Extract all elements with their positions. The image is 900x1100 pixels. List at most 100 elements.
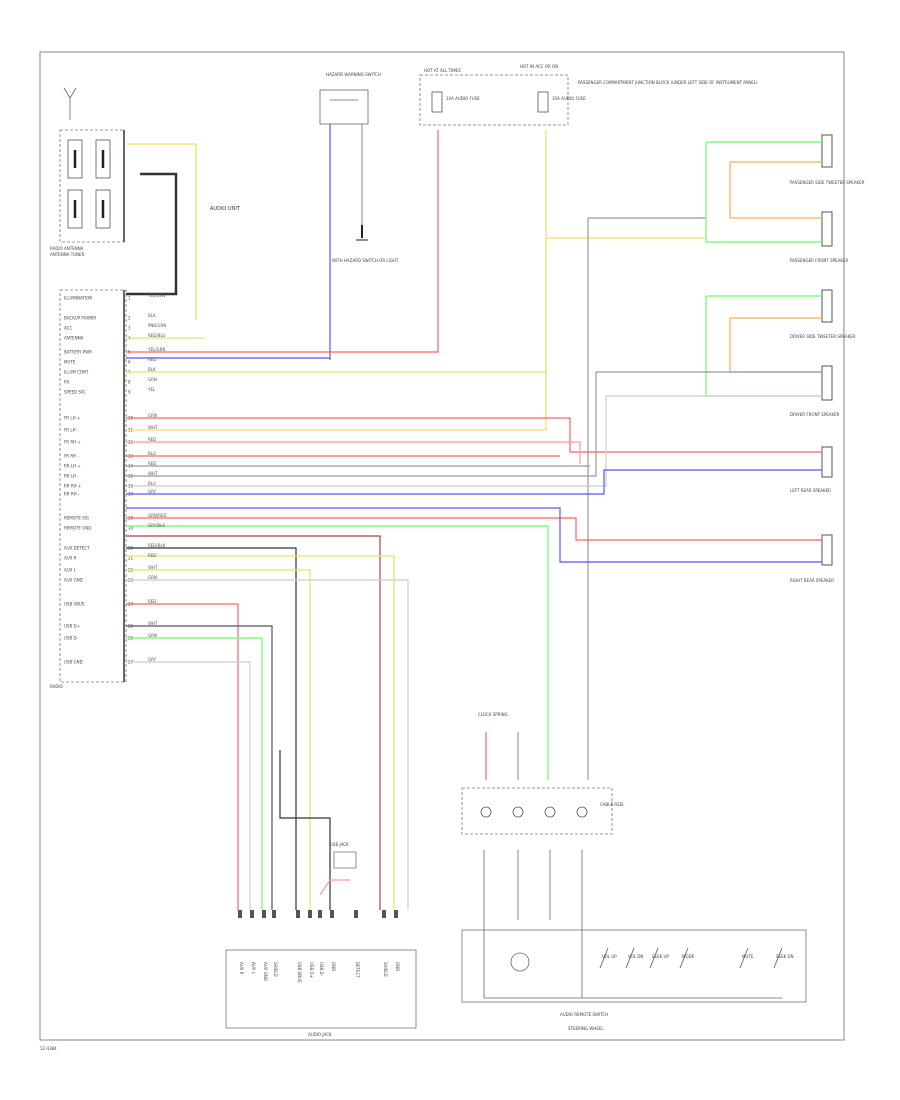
wire-color-label: BLK — [148, 367, 156, 372]
steering-switch: CLOCK SPRING CABLE REEL AUDIO REMOTE SWI… — [461, 712, 807, 1031]
pin-number: 19 — [128, 526, 134, 531]
hazard-note: WITH HAZARD SWITCH OR LIGHT — [332, 258, 399, 263]
pin-label: USB GND — [64, 660, 83, 665]
pin-label: ANTENNA — [64, 336, 84, 341]
clock-spring-label: CLOCK SPRING — [478, 712, 508, 717]
wire-color-label: YEL/GRN — [147, 347, 165, 352]
radio-antenna: RADIO ANTENNA ANTENNA TUNER — [50, 87, 125, 257]
jack-pin-terminal — [272, 910, 276, 918]
jack-pin-label: USB VBUS — [297, 962, 302, 983]
wire-color-label: GRN — [148, 377, 157, 382]
pin-number: 1 — [128, 296, 131, 301]
jack-pin-label: SHIELD — [383, 962, 388, 977]
jack-pin-terminal — [394, 910, 398, 918]
jack-pin-label: USB D- — [319, 962, 324, 977]
jack-pin-terminal — [330, 910, 334, 918]
pin-label: ACC — [64, 326, 72, 331]
wire-color-label: WHT — [148, 565, 158, 570]
speaker-label-1: PASSENGER SIDE TWEETER SPEAKER — [790, 180, 865, 185]
jack-pin-label: GND — [331, 962, 336, 971]
jack-pin-terminal — [238, 910, 242, 918]
pin-label: AUX GND — [64, 578, 83, 583]
speaker-label-4: DRIVER FRONT SPEAKER — [790, 412, 840, 417]
wire-color-label: WHT — [148, 621, 158, 626]
jack-pin-terminal — [262, 910, 266, 918]
wire-color-label: GRY — [148, 489, 157, 494]
jack-pin-label: SHIELD — [273, 962, 278, 977]
switch-contact — [625, 947, 635, 969]
pin-label: FR LH + — [64, 416, 80, 421]
speakers: PASSENGER SIDE TWEETER SPEAKER PASSENGER… — [790, 134, 865, 583]
pin-number: 2 — [128, 316, 131, 321]
jack-pin-terminal — [296, 910, 300, 918]
usb-jack-label: USB JACK — [330, 842, 349, 847]
jack-pin-terminal — [382, 910, 386, 918]
switch-contact — [599, 947, 609, 969]
switch-contact — [679, 947, 689, 969]
audio-jack: AUDIO JACK USB JACK — [225, 842, 417, 1037]
jack-pin-label: AUX R — [239, 962, 244, 975]
wire-color-label: RED — [148, 599, 156, 604]
pin-label: FR LH - — [64, 428, 79, 433]
radio-label: RADIO — [50, 684, 63, 689]
pin-label: ILLUMINATION — [64, 296, 92, 301]
wire-color-label: GRN/RED — [148, 513, 167, 518]
steering-wheel-label: STEERING WHEEL — [568, 1026, 604, 1031]
switch-label: VOL UP — [602, 954, 617, 959]
wire-color-label: GRN — [148, 413, 157, 418]
pin-label: AUX DETECT — [64, 546, 90, 551]
pin-label: FR RH - — [64, 454, 79, 459]
jack-pin-label: DETECT — [355, 962, 360, 978]
wire-color-label: YEL/GRN — [147, 293, 165, 298]
antenna-tuner-label: ANTENNA TUNER — [50, 252, 85, 257]
pin-number: 8 — [128, 380, 131, 385]
pin-label: AUX L — [64, 568, 77, 573]
jack-pin-label: AUX L — [251, 962, 256, 975]
wires — [126, 130, 822, 910]
wire-color-label: GRN — [148, 575, 157, 580]
jack-pin-terminal — [354, 910, 358, 918]
pin-label: RR RH - — [64, 492, 80, 497]
pin-number: 9 — [128, 390, 131, 395]
switch-label: SEEK DN — [776, 954, 794, 959]
wire-color-label: GRY/BLK — [148, 523, 165, 528]
switch-contact — [773, 947, 783, 969]
speaker-label-3: DRIVER SIDE TWEETER SPEAKER — [790, 334, 856, 339]
audio-jack-label: AUDIO JACK — [308, 1032, 332, 1037]
wire-color-label: RED — [148, 461, 156, 466]
pin-number: 6 — [128, 360, 131, 365]
switch-contact — [739, 947, 749, 969]
switch-label: SEEK UP — [652, 954, 669, 959]
wire-color-label: BLK — [148, 313, 156, 318]
pin-label: RR RH + — [64, 484, 81, 489]
jack-pin-terminal — [308, 910, 312, 918]
pin-label: USB VBUS — [64, 602, 85, 607]
pin-label: RR LH - — [64, 474, 79, 479]
switch-label: MUTE — [742, 954, 754, 959]
fuse-b-label: 10A AUDIO FUSE — [552, 96, 586, 101]
radio-antenna-label: RADIO ANTENNA — [50, 246, 84, 251]
cable-reel-label: CABLE REEL — [600, 802, 625, 807]
fuse-a-label: 10A AUDIO FUSE — [446, 96, 480, 101]
pin-label: RR LH + — [64, 464, 81, 469]
pin-label: MUTE — [64, 360, 76, 365]
jack-pin-label: USB D+ — [309, 962, 314, 978]
wire-color-label: RED/BLK — [148, 543, 166, 548]
pin-label: BACKUP POWER — [64, 316, 96, 321]
wire-color-label: GRY — [148, 657, 157, 662]
switch-contact — [649, 947, 659, 969]
radio-unit-title: AUDIO UNIT — [210, 206, 241, 212]
jack-pin-terminal — [250, 910, 254, 918]
pin-label: ILLUM CONT — [64, 370, 89, 375]
speaker-label-6: RIGHT REAR SPEAKER — [790, 578, 834, 583]
pin-label: REMOTE GND — [64, 526, 91, 531]
pin-label: AUX R — [64, 556, 77, 561]
hazard-switch-label: HAZARD WARNING SWITCH — [326, 72, 381, 77]
wire-color-label: BLU — [148, 481, 156, 486]
wire-color-label: GRN — [148, 633, 157, 638]
switch-label: VOL DN — [628, 954, 643, 959]
steering-switch-label: AUDIO REMOTE SWITCH — [560, 1012, 608, 1017]
switch-label: MODE — [682, 954, 695, 959]
